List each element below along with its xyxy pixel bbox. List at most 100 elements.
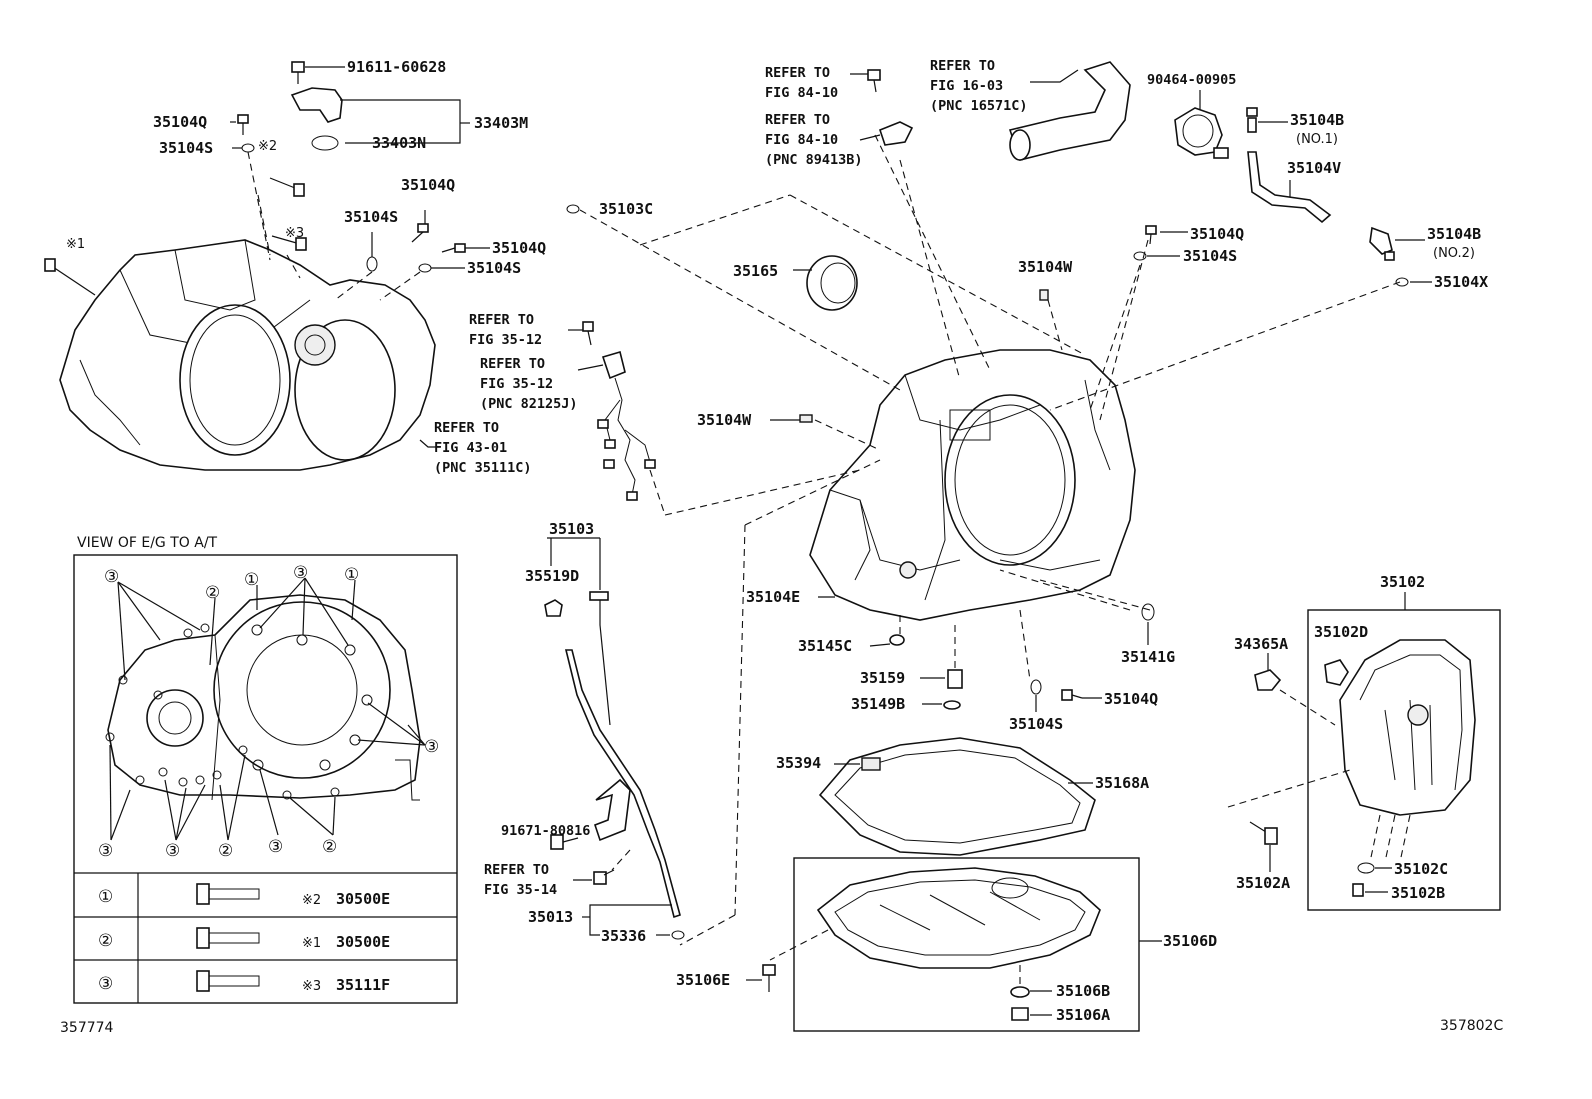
plug-icon — [947, 669, 963, 689]
gasket-icon — [818, 737, 1096, 856]
note-mark: ※2 — [258, 139, 277, 154]
part-number: 35106E — [676, 971, 730, 989]
part-number: 35106A — [1056, 1006, 1110, 1024]
o-ring-icon — [1141, 603, 1155, 621]
part-number: 35104W — [697, 411, 752, 429]
bolt-icon — [550, 834, 579, 850]
legend-row: ③ ※3 35111F — [98, 970, 390, 994]
refer-note: (PNC 35111C) — [434, 460, 532, 476]
part-number: 35519D — [525, 567, 579, 585]
part-number: 35104S — [467, 259, 521, 277]
converter-housing — [59, 239, 436, 471]
bolt-icon — [441, 243, 466, 253]
part-number: 35104W — [1018, 258, 1073, 276]
callout-3: ③ — [98, 841, 113, 861]
bolt-icon — [1249, 821, 1278, 845]
dipstick-icon — [589, 591, 611, 726]
bolt-icon — [44, 258, 96, 296]
refer-note: (PNC 82125J) — [480, 396, 578, 412]
o-ring-icon — [1357, 862, 1375, 874]
refer-note: FIG 35-14 — [484, 882, 557, 898]
part-number: 35394 — [776, 754, 821, 772]
part-number: 35102C — [1394, 860, 1448, 878]
part-number: 35104E — [746, 588, 800, 606]
part-number: 33403M — [474, 114, 528, 132]
part-number: 35104Q — [401, 176, 455, 194]
part-number: 33403N — [372, 134, 426, 152]
bolt-icon — [291, 61, 305, 84]
o-ring-icon — [943, 700, 961, 710]
part-number: 34365A — [1234, 635, 1288, 653]
part-number: 90464-00905 — [1147, 72, 1236, 88]
bolt-icon — [1246, 107, 1258, 133]
hose-icon — [1247, 151, 1332, 224]
refer-note: (PNC 89413B) — [765, 152, 863, 168]
note-mark: ※1 — [66, 237, 85, 252]
transmission-cover — [1339, 639, 1476, 816]
callout-3: ③ — [268, 837, 283, 857]
bolt-icon — [593, 869, 615, 885]
callout-2: ② — [322, 837, 337, 857]
refer-note: REFER TO — [484, 862, 549, 878]
oil-pan-group-box — [793, 857, 1140, 1032]
svg-text:③: ③ — [98, 974, 113, 994]
plug-icon — [1011, 1007, 1029, 1021]
o-ring-icon — [311, 135, 339, 151]
part-number: 35106B — [1056, 982, 1110, 1000]
legend-row: ① ※2 30500E — [98, 883, 390, 908]
wire-harness-icon — [582, 321, 656, 501]
clip-icon — [1254, 669, 1282, 691]
refer-note: REFER TO — [434, 420, 499, 436]
o-ring-icon — [241, 143, 255, 153]
part-number: 35103C — [599, 200, 653, 218]
part-note: (NO.2) — [1433, 246, 1475, 261]
callout-3: ③ — [104, 567, 119, 587]
bolt-icon — [1369, 226, 1395, 261]
svg-text:30500E: 30500E — [336, 933, 390, 951]
refer-note: REFER TO — [765, 65, 830, 81]
part-number: 35102B — [1391, 884, 1445, 902]
part-number: 35103 — [549, 520, 594, 538]
refer-note: REFER TO — [480, 356, 545, 372]
clamp-icon — [1174, 107, 1229, 159]
bolt-icon — [762, 964, 776, 992]
svg-text:②: ② — [98, 931, 113, 951]
refer-note: FIG 84-10 — [765, 132, 838, 148]
dowel-pin — [1039, 289, 1049, 301]
callout-3: ③ — [293, 563, 308, 583]
part-number: 35104S — [1009, 715, 1063, 733]
hose-icon — [1008, 61, 1131, 161]
part-number: 35145C — [798, 637, 852, 655]
callout-2: ② — [218, 841, 233, 861]
o-ring-icon — [1395, 277, 1409, 287]
housing-front-view — [107, 594, 421, 801]
part-number: 35104Q — [153, 113, 207, 131]
part-number: 35149B — [851, 695, 905, 713]
bolt-icon — [269, 177, 305, 197]
bolt-icon — [271, 235, 307, 251]
o-ring-icon — [366, 256, 378, 272]
svg-text:※2: ※2 — [302, 893, 321, 908]
view-title: VIEW OF E/G TO A/T — [77, 535, 218, 551]
bolt-icon — [1061, 689, 1083, 701]
callout-lines — [109, 577, 426, 841]
svg-text:※3: ※3 — [302, 979, 321, 994]
part-number: 35104Q — [1190, 225, 1244, 243]
legend-row: ② ※1 30500E — [98, 927, 390, 951]
oil-seal-icon — [806, 255, 858, 311]
svg-text:※1: ※1 — [302, 936, 321, 951]
bolt-icon — [196, 970, 260, 992]
o-ring-icon — [1133, 251, 1147, 261]
plug-icon — [544, 599, 563, 617]
part-number: 35104B — [1290, 111, 1344, 129]
part-number: 35106D — [1163, 932, 1217, 950]
callout-2: ② — [205, 583, 220, 603]
svg-text:30500E: 30500E — [336, 890, 390, 908]
part-number: 35104S — [159, 139, 213, 157]
refer-note: FIG 43-01 — [434, 440, 507, 456]
callout-1: ① — [244, 570, 259, 590]
bolt-icon — [411, 223, 429, 243]
part-note: (NO.1) — [1296, 132, 1338, 147]
refer-note: (PNC 16571C) — [930, 98, 1028, 114]
part-number: 35141G — [1121, 648, 1175, 666]
